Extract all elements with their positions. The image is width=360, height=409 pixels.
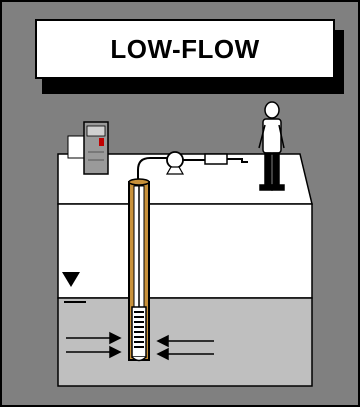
pump-icon [167,152,183,174]
flow-cell-icon [205,154,227,164]
saturated-zone [58,298,312,386]
unsaturated-zone [58,204,312,298]
well-screen [132,307,146,361]
